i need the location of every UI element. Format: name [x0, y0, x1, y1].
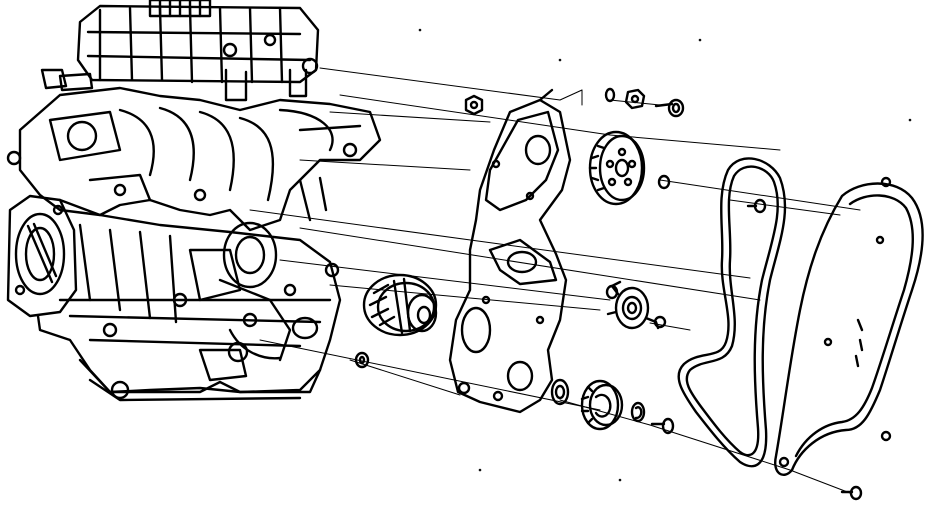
leader-lines: [249, 67, 861, 494]
crank-washer: [550, 378, 646, 423]
engine-block: [6, 0, 382, 402]
camshaft-sprocket: [588, 130, 646, 206]
nut-upper: [464, 94, 484, 116]
belt-guide-bolt: [746, 198, 767, 214]
crankshaft-sprocket: [580, 379, 624, 431]
crank-bolt: [650, 417, 675, 435]
cylinder-head: [40, 0, 320, 102]
front-cover-bolt: [840, 485, 863, 501]
rear-timing-cover: [448, 88, 572, 414]
scan-specks: [418, 28, 912, 482]
timing-belt: [677, 157, 787, 468]
front-timing-cover: [774, 176, 924, 476]
washer-left: [354, 351, 370, 369]
block-left-end: [6, 194, 78, 318]
cam-fastener-set: [604, 87, 685, 118]
tensioner-bolt: [605, 284, 667, 329]
oil-pan: [78, 358, 322, 402]
block-body: [36, 198, 342, 400]
block-front-face: [218, 176, 340, 363]
washer-cam: [657, 174, 671, 190]
alternator: [362, 273, 438, 337]
